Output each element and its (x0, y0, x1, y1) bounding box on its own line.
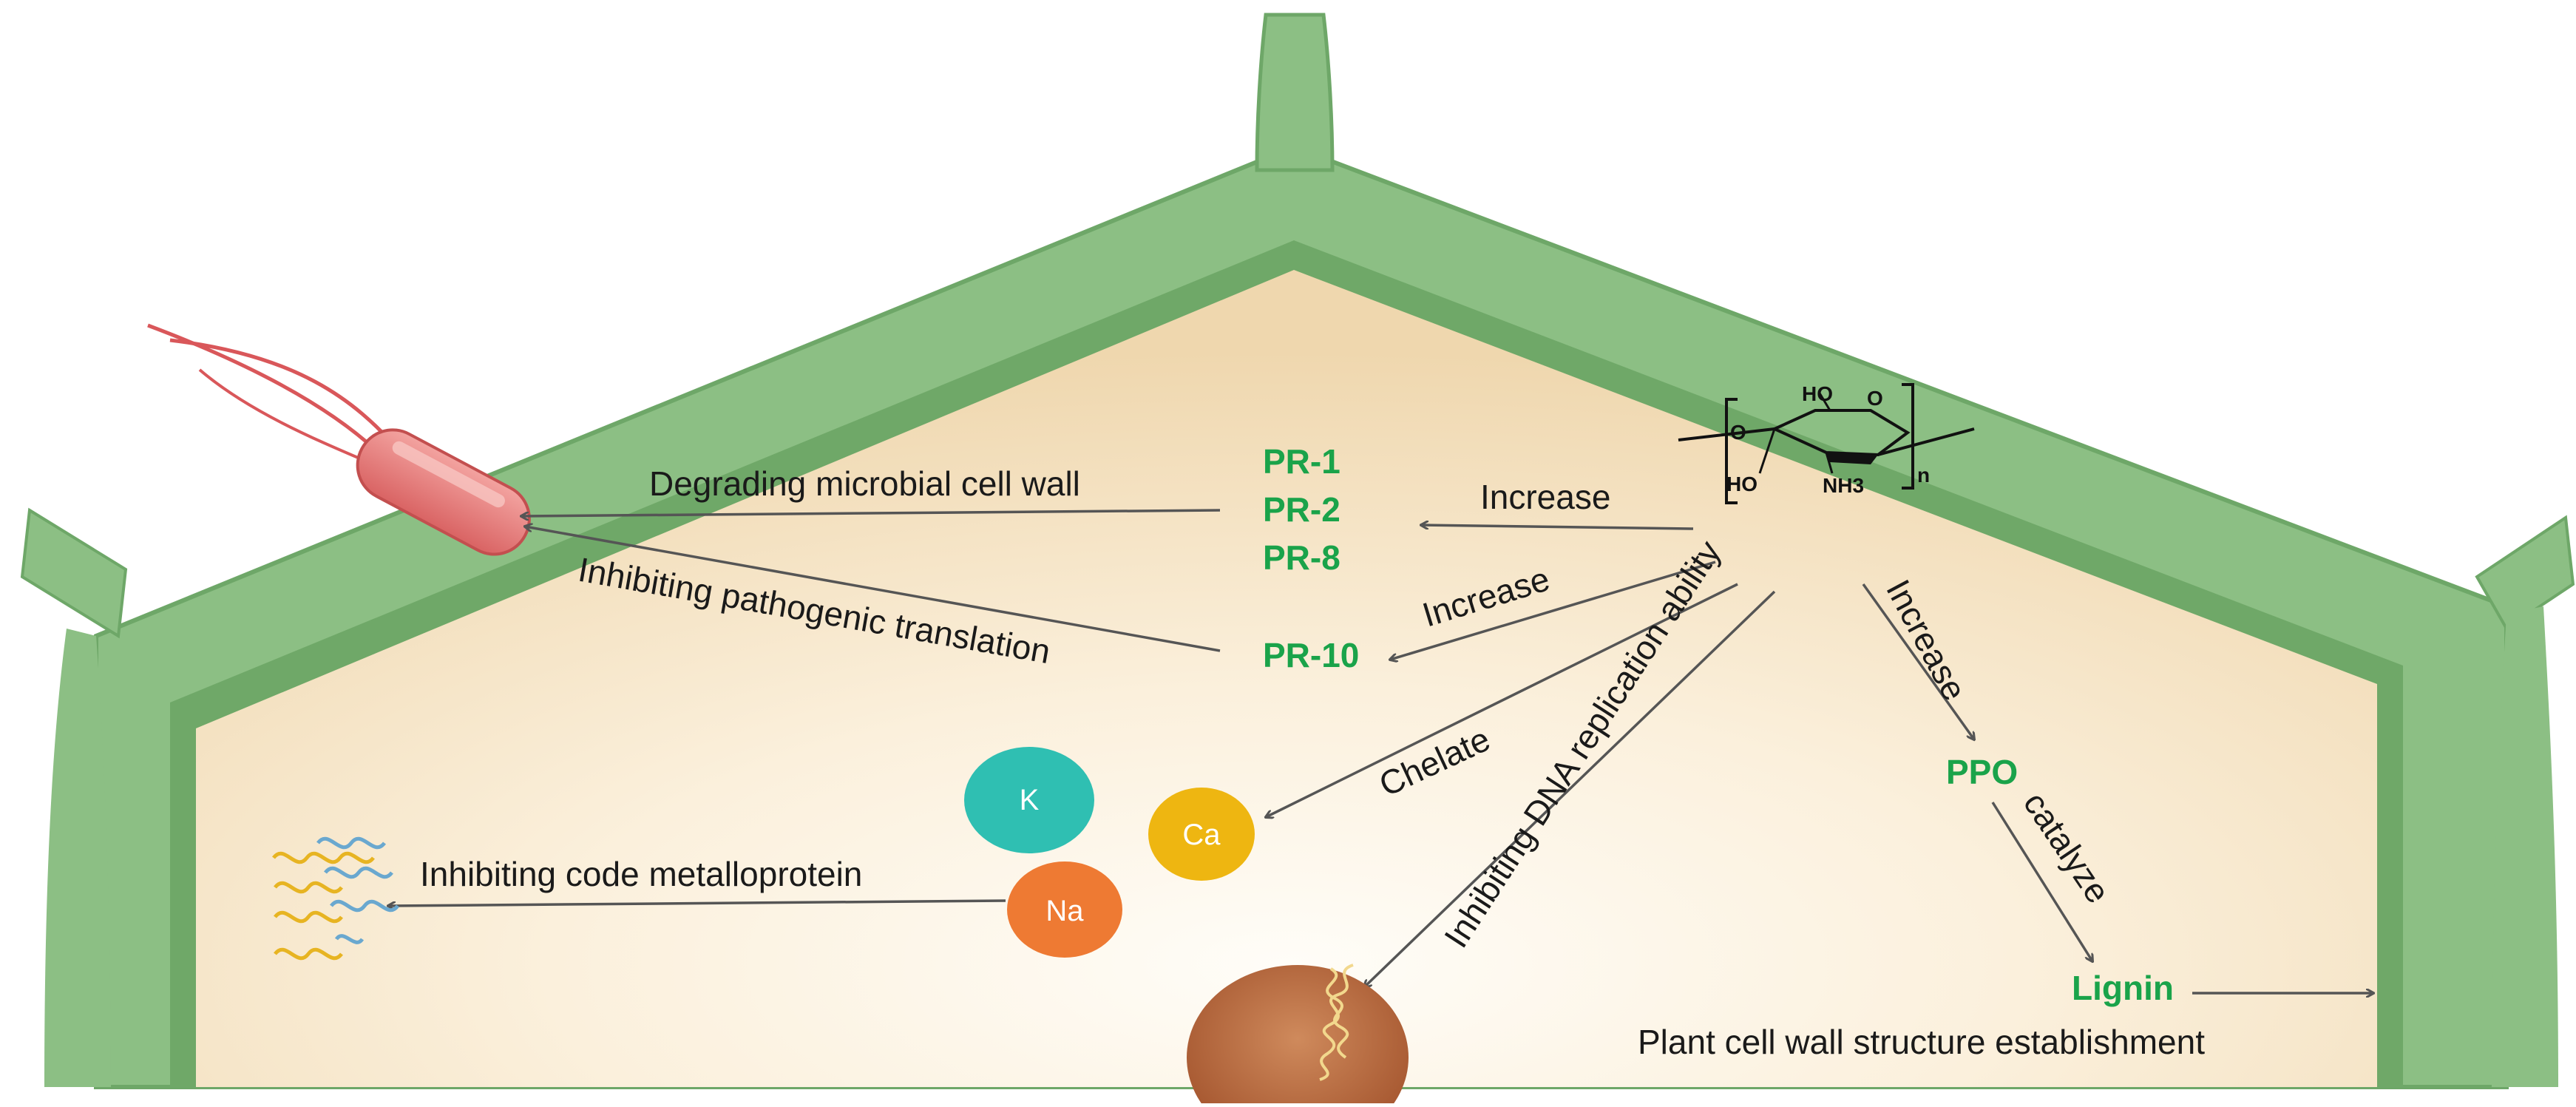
ion-ca-label: Ca (1182, 819, 1221, 851)
chitosan-wedge-front (1826, 453, 1878, 464)
chitosan-nh-bond (1825, 452, 1834, 474)
protein-pr8: PR-8 (1263, 538, 1340, 577)
nucleus-chromatin (1319, 964, 1354, 1081)
label-inhibiting-metalloprotein: Inhibiting code metalloprotein (420, 855, 862, 893)
arrow-chitosan-to-pr10 (1390, 561, 1716, 660)
ion-k: K (964, 747, 1094, 853)
dna-strands-icon (272, 836, 399, 961)
chitosan-ho-left-bond (1758, 428, 1776, 474)
ion-na-circle (1007, 861, 1122, 958)
nucleus-body (1187, 965, 1409, 1107)
bacterium-body (356, 428, 531, 556)
bacterium-highlight (392, 441, 505, 508)
chitosan-structure: HO O O HO NH3 n (1678, 382, 1975, 504)
ion-na: Na (1007, 861, 1122, 958)
cell-wall-left-vertical (44, 629, 111, 1087)
label-increase-1: Increase (1480, 478, 1610, 516)
protein-pr10: PR-10 (1263, 636, 1359, 674)
protein-pr1: PR-1 (1263, 442, 1340, 481)
cell-wall-junction-top (1255, 13, 1335, 172)
arrow-ppo-to-lignin (1991, 802, 2092, 961)
arrow-na-to-dna (388, 899, 1006, 906)
ion-ca: Ca (1148, 788, 1255, 881)
chitosan-nh3: NH3 (1823, 474, 1864, 497)
bacterium (147, 323, 531, 556)
chitosan-ho-left: HO (1726, 473, 1758, 495)
arrow-pr-to-bacterium (521, 509, 1221, 516)
nucleus (1187, 964, 1409, 1107)
arrows (388, 509, 2373, 993)
cell-wall-left-neighbor (20, 507, 128, 639)
chitosan-o-left: O (1730, 421, 1746, 444)
protein-pr2: PR-2 (1263, 490, 1340, 529)
label-degrading: Degrading microbial cell wall (649, 464, 1080, 503)
flagellum-3 (198, 368, 378, 467)
arrow-pr10-to-bacterium (525, 527, 1221, 652)
arrow-chitosan-to-nucleus (1364, 590, 1776, 987)
ion-ca-circle (1148, 788, 1255, 881)
arrow-chitosan-to-ca (1266, 583, 1738, 817)
ion-k-circle (964, 747, 1094, 853)
chitosan-o-ring: O (1867, 387, 1883, 410)
ion-k-label: K (1020, 784, 1040, 816)
dna-strand-yellow (272, 851, 375, 961)
arrow-chitosan-to-ppo (1862, 583, 1974, 739)
chitosan-bracket-right (1902, 383, 1914, 490)
dna-strand-blue (316, 836, 399, 944)
chitosan-ho-bond (1817, 391, 1831, 411)
label-structure: Plant cell wall structure establishment (1638, 1023, 2205, 1061)
flagellum-1 (147, 323, 386, 460)
chitosan-ho-top: HO (1802, 382, 1833, 405)
cell-wall-right-vertical (2492, 606, 2558, 1087)
protein-ppo: PPO (1946, 753, 2018, 791)
chitosan-chain-right (1877, 427, 1975, 456)
cytoplasm (196, 270, 2377, 1087)
flagellum-2 (169, 338, 401, 453)
ion-na-label: Na (1045, 895, 1084, 927)
protein-lignin: Lignin (2072, 969, 2174, 1007)
chitosan-n: n (1917, 464, 1930, 487)
chitosan-chain-left (1678, 427, 1775, 441)
arrow-chitosan-to-pr (1421, 525, 1694, 530)
chitosan-bracket-left (1725, 398, 1738, 504)
cell-wall-right-neighbor (2475, 515, 2575, 631)
